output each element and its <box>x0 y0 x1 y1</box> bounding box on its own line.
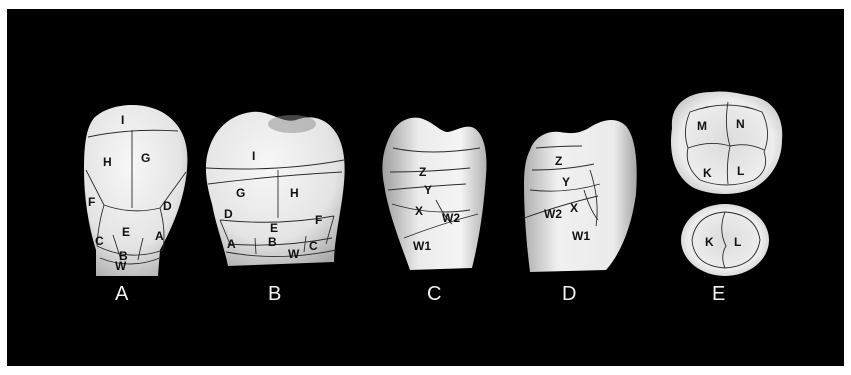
zone-label: W <box>288 247 300 261</box>
zone-label: D <box>163 199 172 213</box>
zone-label: Z <box>419 165 426 179</box>
zone-label: B <box>268 235 277 249</box>
zone-label: G <box>141 151 150 165</box>
zone-label: E <box>122 225 130 239</box>
panel-caption-e: E <box>712 283 725 305</box>
panel-caption-d: D <box>562 283 576 305</box>
zone-label: Z <box>555 154 562 168</box>
zone-label: F <box>315 213 322 227</box>
zone-label: C <box>95 234 104 248</box>
panel-caption-b: B <box>268 283 281 305</box>
zone-label: D <box>224 207 233 221</box>
zone-label: N <box>736 117 745 131</box>
zone-label: A <box>227 237 236 251</box>
zone-label: Y <box>562 175 570 189</box>
panel-caption-a: A <box>115 283 129 305</box>
zone-label: G <box>236 186 245 200</box>
tooth-e-lower-crown <box>681 204 769 276</box>
zone-label: E <box>270 221 278 235</box>
panel-caption-c: C <box>427 283 441 305</box>
zone-label: F <box>88 195 95 209</box>
zone-label: X <box>415 204 423 218</box>
zone-label: L <box>737 164 744 178</box>
zone-label: I <box>252 149 255 163</box>
tooth-d-crown <box>524 120 637 272</box>
tooth-e-upper-crown <box>671 91 782 194</box>
zone-label: I <box>121 113 124 127</box>
zone-label: W2 <box>442 211 460 225</box>
zone-label: H <box>103 155 112 169</box>
zone-label: K <box>705 235 714 249</box>
zone-label: X <box>570 201 578 215</box>
zone-label: A <box>155 229 164 243</box>
zone-label: W2 <box>544 207 562 221</box>
zone-label: W1 <box>413 239 431 253</box>
zone-label: M <box>697 119 707 133</box>
zone-label: H <box>290 186 299 200</box>
zone-label: K <box>703 166 712 180</box>
zone-label: W1 <box>572 229 590 243</box>
zone-label: W <box>115 259 127 273</box>
zone-label: C <box>309 239 318 253</box>
zone-label: Y <box>424 183 432 197</box>
zone-label: L <box>734 235 741 249</box>
